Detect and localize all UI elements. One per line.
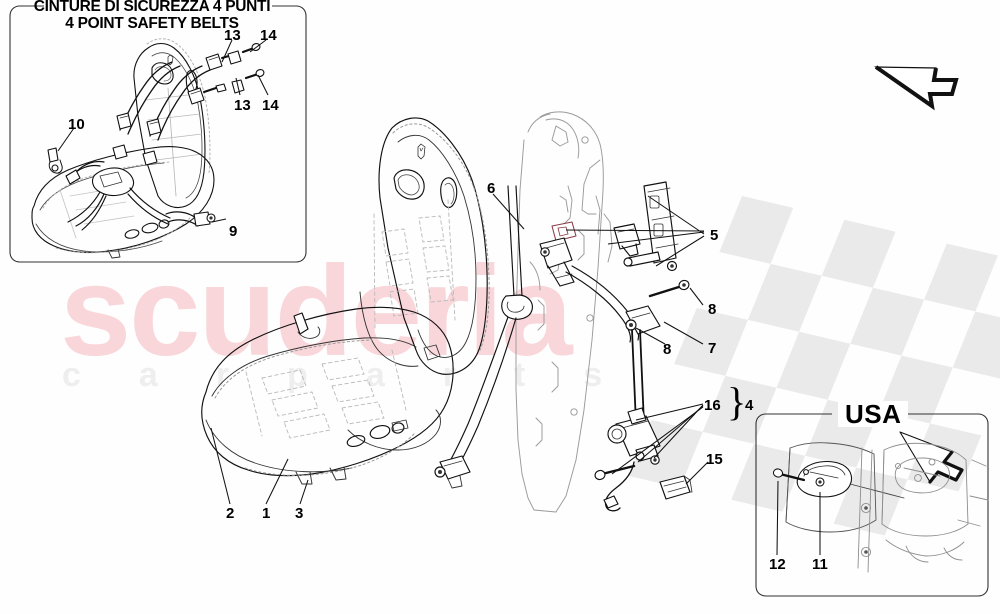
four-point-harness (65, 61, 216, 231)
callout-2: 2 (226, 505, 235, 522)
callout-4: 4 (745, 397, 754, 414)
callout-7: 7 (708, 340, 717, 357)
callout-3: 3 (295, 505, 304, 522)
callout-10: 10 (68, 116, 85, 133)
callout-9: 9 (229, 223, 238, 240)
callout-1: 1 (262, 505, 271, 522)
callout-6: 6 (487, 180, 496, 197)
callout-13-lower: 13 (234, 97, 251, 114)
inset-parts-13-14 (187, 42, 265, 105)
callout-11: 11 (812, 556, 828, 573)
group-brace: } (727, 379, 747, 424)
b-pillar-structure (515, 111, 613, 513)
main-seat-illustration (201, 117, 490, 485)
seat-belt-webbing (434, 185, 533, 489)
callout-8-upper: 8 (708, 301, 717, 318)
inset-title-italian: CINTURE DI SICUREZZA 4 PUNTI (33, 0, 271, 15)
inset-title-english: 4 POINT SAFETY BELTS (65, 14, 239, 32)
callout-16: 16 (704, 397, 721, 414)
callout-14-lower: 14 (262, 97, 279, 114)
callout-8-lower: 8 (663, 341, 672, 358)
callout-12: 12 (769, 556, 786, 573)
callout-15: 15 (706, 451, 723, 468)
usa-direction-arrow (899, 431, 964, 484)
callout-14-upper: 14 (260, 27, 277, 44)
callout-5: 5 (710, 227, 719, 244)
inset-panel-title: CINTURE DI SICUREZZA 4 PUNTI 4 POINT SAF… (12, 0, 292, 32)
inset-part-10-buckle (47, 147, 63, 174)
callout-13-upper: 13 (224, 27, 241, 44)
retractor-assembly (594, 329, 661, 512)
connector-part-15 (659, 475, 693, 500)
usa-panel-title: USA (838, 401, 909, 427)
